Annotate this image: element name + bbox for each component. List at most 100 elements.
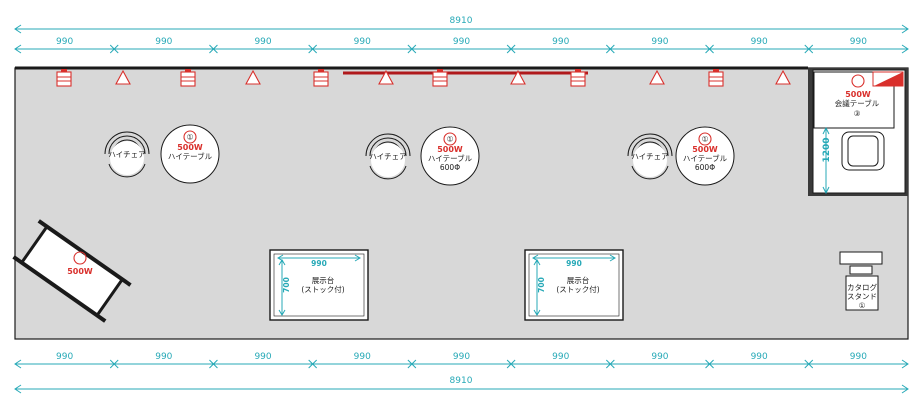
dimension-tick [705,44,714,54]
dimension-tick [109,44,119,54]
display-stand-label: 展示台 [312,275,335,285]
segment-label: 990 [552,37,569,47]
table-outlet-icon [698,132,712,146]
light-triangle-icon [378,69,394,85]
display-stock-label: (ストック付) [301,284,344,294]
display-stand: 990 700 展示台(ストック付) [269,249,369,321]
spotlight-icon [56,69,72,87]
catalog-stand-body [845,275,879,311]
display-depth-label: 700 [282,277,291,293]
dimension-tick [705,359,714,369]
catalog-mark: ① [859,301,866,310]
dimension-tick [209,44,218,54]
dimension-tick [605,44,615,54]
segment-label: 990 [453,352,470,362]
catalog-stand: カタログ スタンド ① [839,251,883,311]
segment-label: 990 [354,352,371,362]
dimension-tick [804,44,814,54]
high-chair: ハイチェア [627,133,673,180]
segment-label: 990 [155,352,172,362]
meeting-wattage: 500W [845,90,871,99]
bottom-total-dimension: 8910 [14,376,909,394]
spotlight-icon [432,69,448,87]
meeting-table-mark: ③ [854,109,861,118]
rack-outlet-icon [73,251,87,265]
table-wattage: 500W [692,145,718,154]
segment-label: 990 [56,352,73,362]
spotlight-icon [313,69,329,87]
segment-label: 990 [453,37,470,47]
segment-label: 990 [751,37,768,47]
dimension-tick [506,44,516,54]
table-wattage: 500W [437,145,463,154]
table-outlet-mark: ① [187,133,194,142]
dimension-tick [308,44,318,54]
rack-wattage: 500W [67,267,93,276]
meeting-outlet-icon [851,74,865,88]
ceiling-lights [56,69,861,87]
segment-label: 990 [155,37,172,47]
bottom-total-label: 8910 [450,376,473,386]
meeting-table-label: 会議テーブル [835,98,880,108]
high-table-label: ハイテーブル [428,153,473,163]
display-width-label: 990 [311,259,327,268]
catalog-label-2: スタンド [847,292,877,301]
diagonal-rack [12,219,132,323]
segment-label: 990 [850,352,867,362]
catalog-stand-shelf [849,265,873,275]
segment-label: 990 [651,352,668,362]
dimension-tick [804,359,814,369]
spotlight-icon [180,69,196,87]
light-triangle-icon [510,69,526,85]
dimension-tick [109,359,119,369]
seating-groups: ハイチェア①500Wハイテーブルハイチェア①500Wハイテーブル600Φハイチェ… [104,124,735,186]
high-chair-label: ハイチェア [108,150,145,159]
high-table-size: 600Φ [695,163,715,172]
high-chair: ハイチェア [104,131,150,178]
segment-label: 990 [651,37,668,47]
high-table-label: ハイテーブル [168,151,213,161]
room-height-label: 1200 [822,137,832,162]
segment-label: 990 [751,352,768,362]
table-wattage: 500W [177,143,203,152]
light-triangle-icon [775,69,791,85]
spotlight-icon [708,69,724,87]
catalog-stand-top [839,251,883,265]
meeting-room: 500W 会議テーブル ③ 1200 [808,68,908,196]
dimension-tick [308,359,318,369]
segment-label: 990 [552,352,569,362]
segment-label: 990 [354,37,371,47]
light-triangle-icon [115,69,131,85]
dimension-tick [209,359,218,369]
high-chair-label: ハイチェア [631,152,668,161]
segment-label: 990 [56,37,73,47]
high-chair: ハイチェア [365,133,411,180]
dimension-tick [407,359,417,369]
segment-label: 990 [254,352,271,362]
spotlight-icon [570,69,586,87]
table-outlet-icon [443,132,457,146]
high-table-label: ハイテーブル [683,153,728,163]
top-total-dimension: 8910 [14,16,909,34]
display-depth-label: 700 [537,277,546,293]
bottom-segment-dimensions: 990 990 990 990 990 990 990 990 990 [14,352,909,369]
display-width-label: 990 [566,259,582,268]
dimension-tick [407,44,417,54]
meeting-chair-seat [847,135,879,167]
dimension-tick [506,359,516,369]
catalog-label-1: カタログ [847,282,877,292]
light-triangle-icon [245,69,261,85]
door-sign-fill [874,72,903,86]
top-total-label: 8910 [450,16,473,26]
high-chair-label: ハイチェア [369,152,406,161]
